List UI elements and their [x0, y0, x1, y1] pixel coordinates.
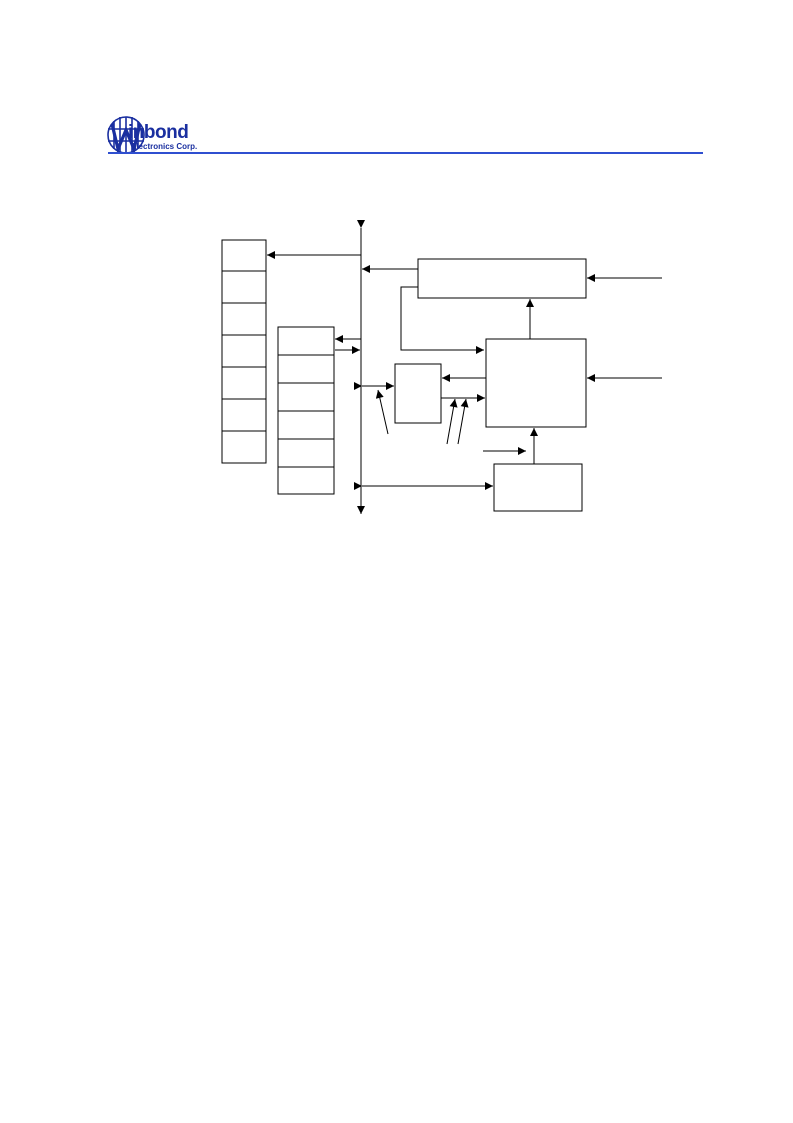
pointer-line-2	[446, 398, 458, 445]
top-wide-block	[417, 258, 587, 299]
small-block	[394, 363, 442, 424]
path-top-block-to-central	[400, 286, 484, 354]
page-header: inbond Electronics Corp.	[0, 0, 793, 170]
pointer-line-1	[375, 389, 389, 435]
register-stack-left	[221, 239, 267, 464]
central-block	[485, 338, 587, 428]
register-stack-middle	[277, 326, 335, 495]
header-rule	[108, 152, 703, 154]
brand-name: inbond	[128, 122, 189, 143]
brand-subtitle: Electronics Corp.	[131, 142, 198, 151]
bottom-block	[493, 463, 583, 512]
pointer-line-3	[457, 398, 469, 445]
